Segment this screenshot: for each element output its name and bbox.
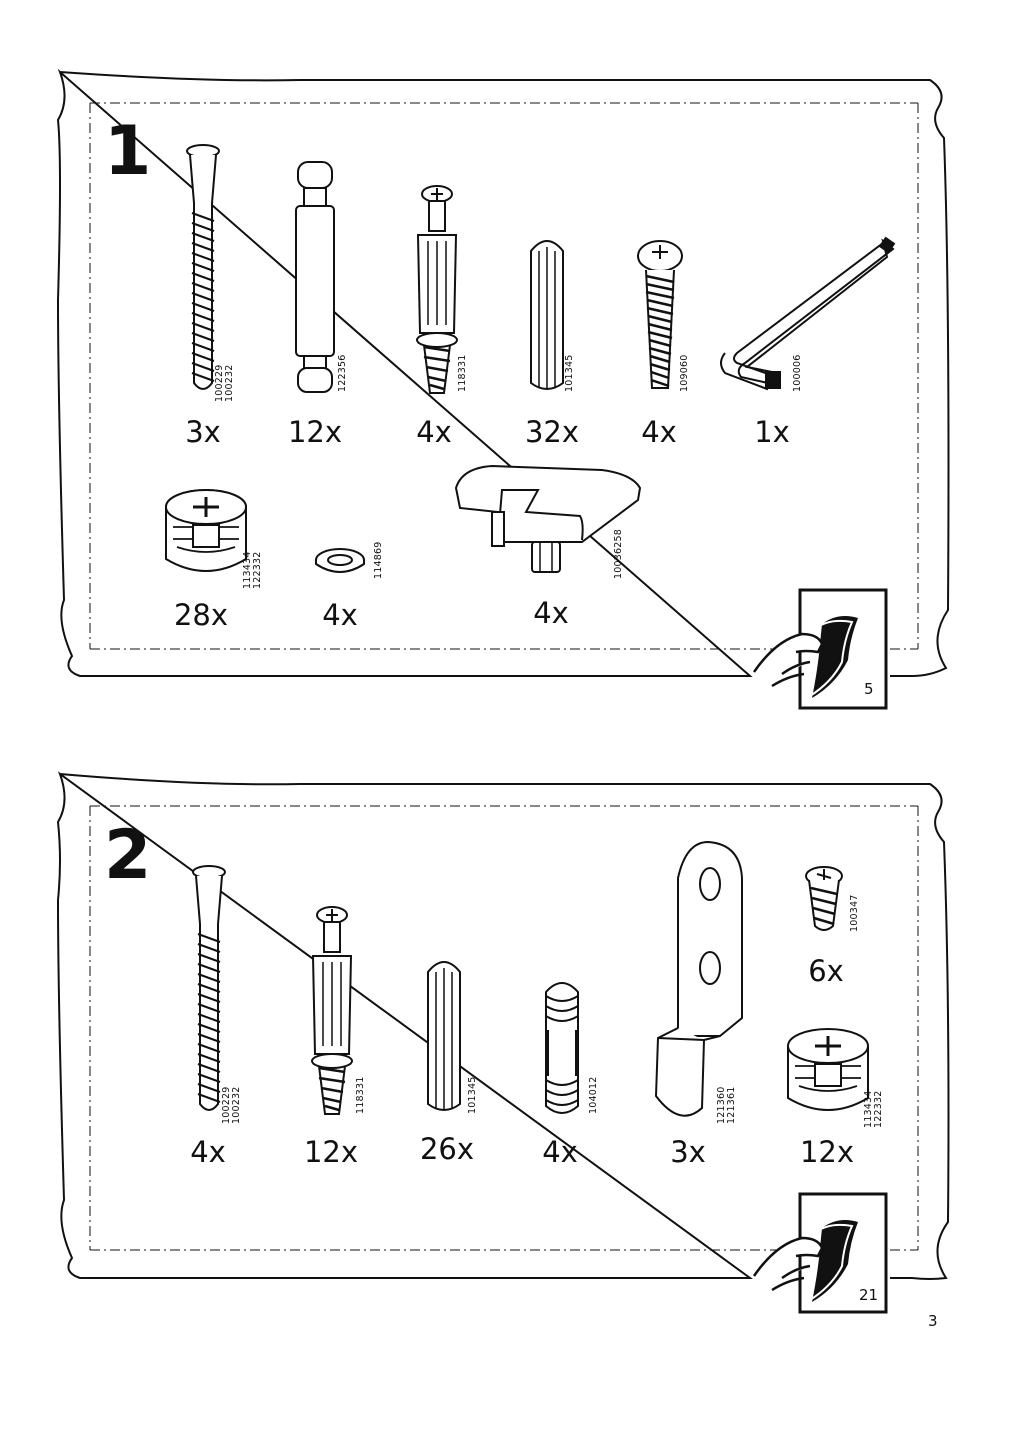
quantity: 32x: [524, 415, 580, 449]
page-turn-icon: [752, 1192, 888, 1314]
quantity: 28x: [173, 598, 229, 632]
part-code: 100347: [849, 894, 860, 932]
quantity: 4x: [533, 596, 569, 630]
page-number: 3: [928, 1312, 938, 1330]
threaded-dowel-icon: [545, 982, 579, 1114]
cam-bolt-icon: [416, 185, 458, 394]
wooden-dowel-icon: [427, 961, 461, 1111]
part-code-line: 118331: [355, 1076, 366, 1114]
wooden-dowel-icon: [530, 240, 564, 390]
part-code-line: 122332: [873, 1090, 884, 1128]
screw-icon: [637, 240, 683, 389]
bag-outline: [56, 771, 950, 1280]
goto-page-number: 21: [859, 1286, 879, 1304]
quantity: 6x: [808, 954, 844, 988]
part-code: 104012: [588, 1076, 599, 1114]
quantity: 12x: [303, 1135, 359, 1169]
quantity: 4x: [641, 415, 677, 449]
part-code: 118331: [355, 1076, 366, 1114]
part-code-line: 100347: [849, 894, 860, 932]
part-code-line: 104012: [588, 1076, 599, 1114]
quantity: 3x: [185, 415, 221, 449]
part-code-line: 101345: [467, 1076, 478, 1114]
cam-lock-icon: [787, 1028, 869, 1111]
cam-lock-icon: [165, 489, 247, 572]
long-bolt-icon: [192, 865, 226, 1111]
quantity: 3x: [670, 1135, 706, 1169]
quantity: 12x: [287, 415, 343, 449]
wall-bracket-icon: [654, 840, 743, 1117]
quantity: 4x: [542, 1135, 578, 1169]
quantity: 4x: [322, 598, 358, 632]
part-code-line: 121361: [726, 1086, 737, 1124]
step-number: 2: [104, 816, 152, 895]
quantity: 12x: [799, 1135, 855, 1169]
quantity: 26x: [419, 1132, 475, 1166]
connector-pin-icon: [295, 161, 335, 393]
quantity: 4x: [190, 1135, 226, 1169]
long-bolt-icon: [186, 144, 220, 390]
cam-bolt-icon: [311, 906, 353, 1115]
goto-page-number: 5: [864, 680, 874, 698]
quantity: 1x: [754, 415, 790, 449]
short-screw-icon: [805, 866, 843, 931]
step-number: 1: [104, 112, 152, 191]
allen-key-icon: [720, 236, 896, 391]
quantity: 4x: [416, 415, 452, 449]
part-code-line: 100232: [231, 1086, 242, 1124]
washer-icon: [315, 548, 365, 573]
shelf-support-icon: [454, 464, 642, 573]
part-code: 101345: [467, 1076, 478, 1114]
page-turn-icon: [752, 588, 888, 710]
